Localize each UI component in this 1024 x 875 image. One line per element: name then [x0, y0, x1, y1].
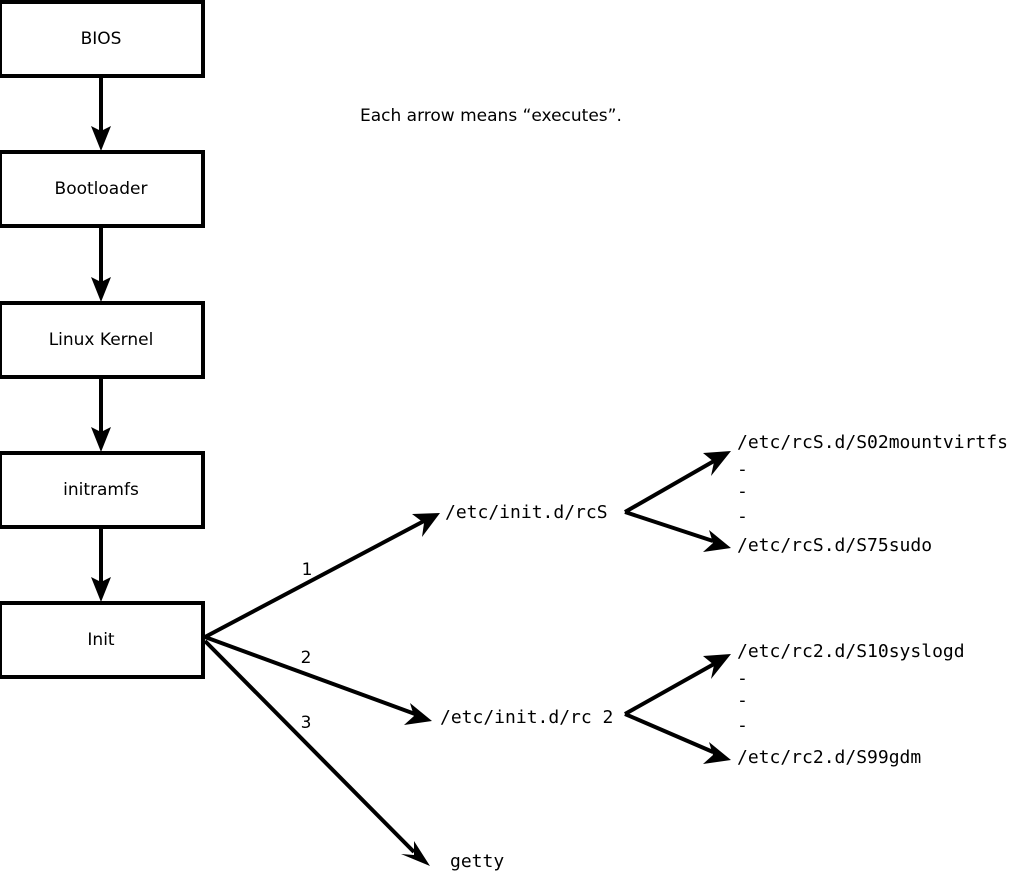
- node-bootloader-label: Bootloader: [55, 179, 148, 199]
- node-init[interactable]: Init: [0, 601, 205, 679]
- label-init-d-rcs[interactable]: /etc/init.d/rcS: [445, 502, 608, 523]
- script-rcs-first[interactable]: /etc/rcS.d/S02mountvirtfs: [737, 432, 1008, 453]
- arrow-rc2-to-last-script: [624, 712, 731, 764]
- script-rc2-last[interactable]: /etc/rc2.d/S99gdm: [737, 747, 921, 768]
- arrow-bios-to-bootloader: [91, 76, 111, 151]
- node-bios-rect: [0, 0, 205, 78]
- node-linux-kernel[interactable]: Linux Kernel: [0, 301, 205, 379]
- node-bootloader-rect: [0, 150, 205, 228]
- edge-label-2: 2: [301, 648, 312, 668]
- script-rcs-ellipsis-2: -: [737, 481, 748, 502]
- node-init-label: Init: [87, 630, 115, 650]
- node-linux-kernel-rect: [0, 301, 205, 379]
- arrow-kernel-to-initramfs: [91, 377, 111, 452]
- edge-label-1: 1: [302, 560, 313, 580]
- arrow-init-branch-1: [204, 513, 440, 639]
- node-init-rect: [0, 601, 205, 679]
- label-getty[interactable]: getty: [450, 851, 504, 872]
- arrow-init-branch-3: [203, 639, 430, 866]
- node-bootloader[interactable]: Bootloader: [0, 150, 205, 228]
- arrow-bootloader-to-kernel: [91, 226, 111, 302]
- script-rc2-ellipsis-3: -: [737, 715, 748, 736]
- node-bios-label: BIOS: [81, 29, 122, 49]
- script-rcs-ellipsis-1: -: [737, 459, 748, 480]
- node-initramfs[interactable]: initramfs: [0, 451, 205, 529]
- node-linux-kernel-label: Linux Kernel: [49, 330, 154, 350]
- arrow-rcs-to-last-script: [624, 510, 731, 552]
- script-rc2-ellipsis-2: -: [737, 690, 748, 711]
- arrow-init-branch-2: [204, 635, 432, 725]
- node-initramfs-rect: [0, 451, 205, 529]
- label-init-d-rc2[interactable]: /etc/init.d/rc 2: [440, 707, 613, 728]
- arrow-rcs-to-first-script: [624, 451, 731, 514]
- script-rcs-ellipsis-3: -: [737, 506, 748, 527]
- arrow-initramfs-to-init: [91, 527, 111, 602]
- node-initramfs-label: initramfs: [63, 480, 139, 500]
- edge-label-3: 3: [301, 713, 312, 733]
- script-rc2-first[interactable]: /etc/rc2.d/S10syslogd: [737, 641, 965, 662]
- script-rcs-last[interactable]: /etc/rcS.d/S75sudo: [737, 535, 932, 556]
- node-bios[interactable]: BIOS: [0, 0, 205, 78]
- script-rc2-ellipsis-1: -: [737, 668, 748, 689]
- arrow-rc2-to-first-script: [624, 654, 731, 716]
- diagram-caption: Each arrow means “executes”.: [360, 106, 622, 126]
